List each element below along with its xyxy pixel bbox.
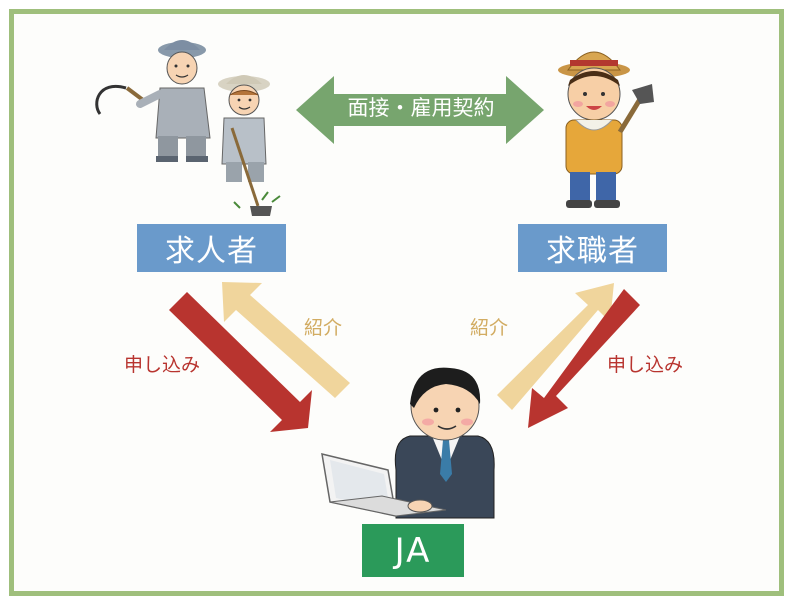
ja-node: JA [362,524,464,577]
office-worker-laptop-icon [321,367,495,519]
farmer-couple-icon [95,40,281,216]
intro-left-label: 紹介 [304,317,343,339]
mutual-arrow-label: 面接・雇用契約 [347,96,495,120]
apply-arrow-right [528,289,640,428]
intro-right-label: 紹介 [470,317,509,339]
jobseeker-node: 求職者 [518,224,667,272]
intro-arrow-left [222,282,350,398]
apply-arrow-left [169,292,312,432]
employer-node: 求人者 [137,224,286,272]
mutual-arrow [296,76,544,144]
apply-right-label: 申し込み [607,354,684,376]
apply-left-label: 申し込み [124,354,201,376]
young-farmer-icon [558,51,654,208]
intro-arrow-right [497,283,614,410]
